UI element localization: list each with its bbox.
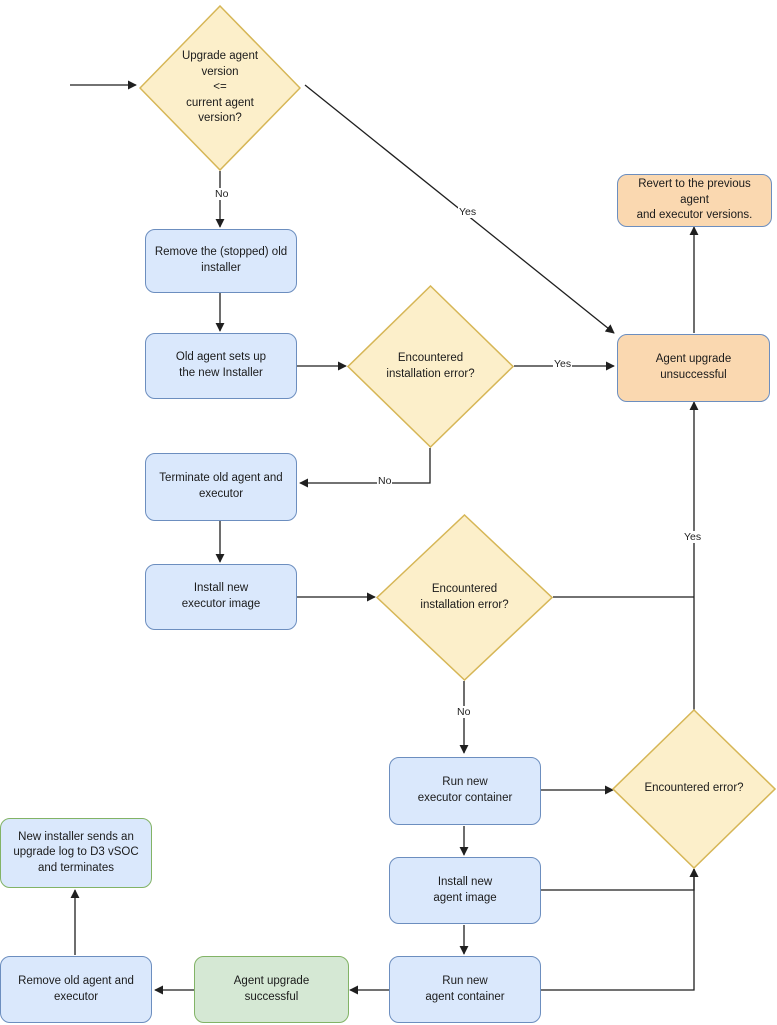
node-install-new-agent-image[interactable]: Install new agent image [389, 857, 541, 924]
edge-label-start-yes: Yes [458, 206, 478, 218]
node-label: New installer sends an upgrade log to D3… [13, 830, 139, 874]
node-label: Install new executor image [181, 582, 261, 610]
node-label: Encountered error? [644, 782, 744, 795]
node-run-new-executor-container[interactable]: Run new executor container [389, 757, 541, 825]
node-label: Install new agent image [433, 875, 497, 904]
node-install-error-2[interactable]: Encountered installation error? [376, 514, 553, 681]
edge-error1-no [299, 448, 431, 488]
node-encountered-error[interactable]: Encountered error? [612, 709, 776, 869]
decision-diamond-shape [376, 514, 553, 681]
node-label: Run new executor container [417, 776, 513, 804]
node-revert-previous-versions[interactable]: Revert to the previous agent and executo… [617, 174, 772, 227]
node-label: Agent upgrade successful [233, 974, 310, 1003]
node-start-decision[interactable]: Upgrade agent version <= current agent v… [139, 5, 301, 171]
node-install-new-executor-image[interactable]: Install new executor image [145, 564, 297, 630]
node-install-error-1[interactable]: Encountered installation error? [347, 285, 514, 448]
node-terminate-old-agent[interactable]: Terminate old agent and executor [145, 453, 297, 521]
node-label: Old agent sets up the new Installer [175, 351, 267, 379]
edge-label-error2-yes: Yes [683, 531, 703, 543]
edge-label-error1-no: No [377, 475, 393, 487]
node-label: Agent upgrade unsuccessful [655, 353, 732, 381]
node-label: Encountered installation error? [420, 582, 509, 611]
node-agent-upgrade-successful[interactable]: Agent upgrade successful [194, 956, 349, 1023]
decision-diamond-shape [612, 709, 776, 869]
node-remove-old-installer[interactable]: Remove the (stopped) old installer [145, 229, 297, 293]
node-remove-old-agent-executor[interactable]: Remove old agent and executor [0, 956, 152, 1023]
node-new-installer-sends-log[interactable]: New installer sends an upgrade log to D3… [0, 818, 152, 888]
edge-label-error1-yes: Yes [553, 358, 573, 370]
edge-runagent-to-error3 [541, 868, 699, 991]
node-old-agent-sets-up-installer[interactable]: Old agent sets up the new Installer [145, 333, 297, 399]
node-run-new-agent-container[interactable]: Run new agent container [389, 956, 541, 1023]
node-label: Encountered installation error? [386, 351, 475, 380]
node-label: Revert to the previous agent and executo… [636, 178, 753, 222]
node-label: Run new agent container [425, 974, 505, 1003]
decision-diamond-shape [139, 5, 301, 171]
edge-label-error2-no: No [456, 706, 472, 718]
node-agent-upgrade-unsuccessful[interactable]: Agent upgrade unsuccessful [617, 334, 770, 402]
node-label: Terminate old agent and executor [159, 472, 283, 500]
node-label: Upgrade agent version <= current agent v… [181, 50, 259, 125]
edge-label-start-no: No [214, 188, 230, 200]
node-label: Remove the (stopped) old installer [154, 246, 288, 274]
node-label: Remove old agent and executor [18, 974, 134, 1003]
edge-installagent-to-error3 [541, 868, 699, 891]
